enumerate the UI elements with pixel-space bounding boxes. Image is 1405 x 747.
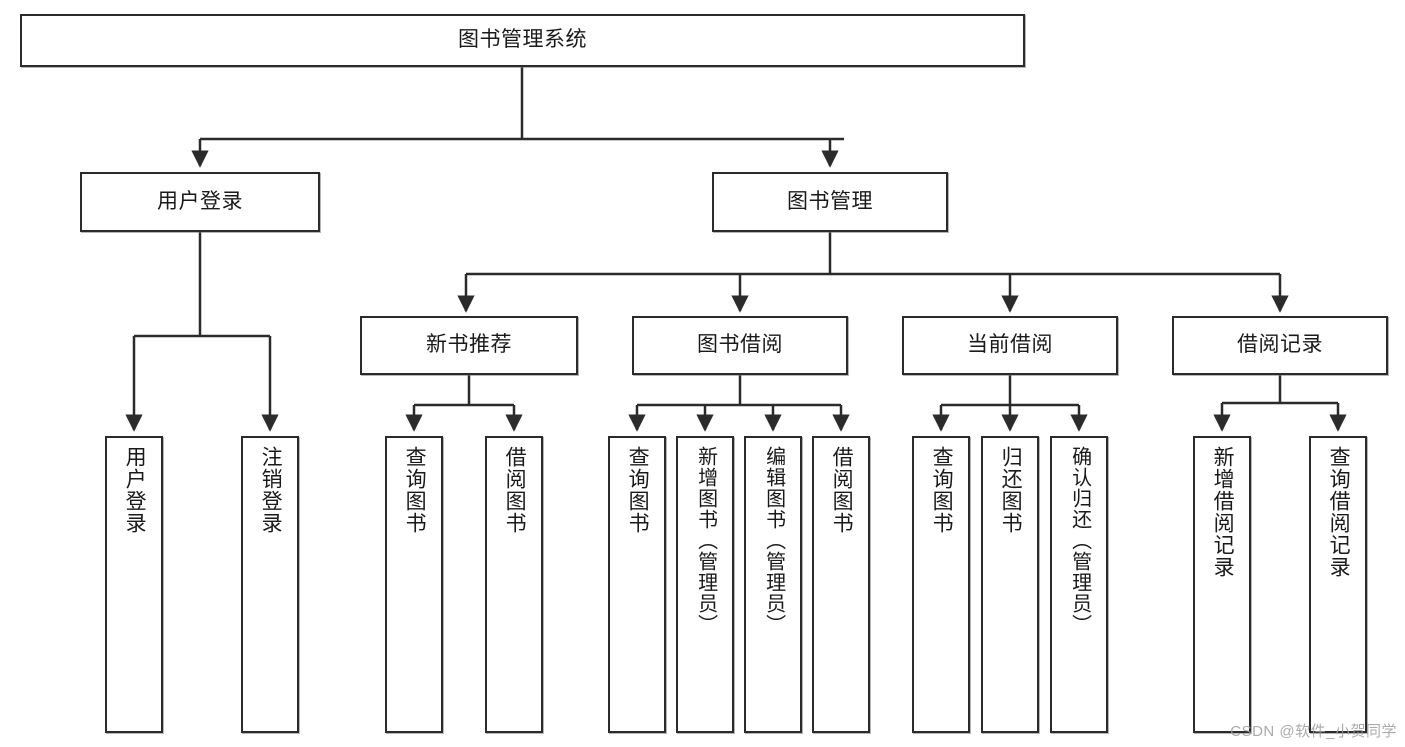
leaf-borrow-query-books[interactable]: 查询图书: [608, 436, 666, 733]
node-label: 用户登录: [123, 446, 147, 534]
node-label: 查询图书: [930, 446, 954, 534]
node-root-book-management-system[interactable]: 图书管理系统: [20, 14, 1025, 67]
node-label: 图书管理: [787, 189, 873, 213]
node-label: 新增借阅记录: [1211, 446, 1235, 578]
leaf-new-book-query-books[interactable]: 查询图书: [385, 436, 443, 733]
node-label: 用户登录: [157, 189, 243, 213]
node-label: 查询借阅记录: [1327, 446, 1351, 578]
node-label: 新书推荐: [426, 333, 512, 357]
node-label: 确认归还（管理员）: [1068, 446, 1091, 635]
node-label: 借阅记录: [1237, 333, 1323, 357]
node-label: 注销登录: [259, 446, 283, 534]
node-label: 新增图书（管理员）: [694, 446, 717, 635]
node-borrow-record[interactable]: 借阅记录: [1172, 316, 1388, 375]
leaf-user-login-signout[interactable]: 注销登录: [241, 436, 299, 733]
leaf-borrow-edit-book-admin[interactable]: 编辑图书（管理员）: [744, 436, 802, 733]
node-label: 当前借阅: [967, 333, 1053, 357]
node-user-login[interactable]: 用户登录: [80, 172, 320, 232]
leaf-record-query-borrow-record[interactable]: 查询借阅记录: [1309, 436, 1367, 733]
node-label: 借阅图书: [503, 446, 527, 534]
node-label: 图书管理系统: [458, 28, 587, 52]
leaf-current-return-books[interactable]: 归还图书: [981, 436, 1039, 733]
leaf-user-login-signin[interactable]: 用户登录: [105, 436, 163, 733]
node-label: 编辑图书（管理员）: [762, 446, 785, 635]
node-label: 查询图书: [626, 446, 650, 534]
node-new-book-recommend[interactable]: 新书推荐: [360, 316, 578, 375]
node-label: 查询图书: [403, 446, 427, 534]
node-label: 图书借阅: [697, 333, 783, 357]
leaf-record-add-borrow-record[interactable]: 新增借阅记录: [1193, 436, 1251, 733]
node-current-borrow[interactable]: 当前借阅: [902, 316, 1118, 375]
leaf-borrow-borrow-books[interactable]: 借阅图书: [812, 436, 870, 733]
leaf-borrow-add-book-admin[interactable]: 新增图书（管理员）: [676, 436, 734, 733]
node-label: 归还图书: [999, 446, 1023, 534]
leaf-current-query-books[interactable]: 查询图书: [912, 436, 970, 733]
leaf-new-book-borrow-books[interactable]: 借阅图书: [485, 436, 543, 733]
node-book-borrow[interactable]: 图书借阅: [632, 316, 848, 375]
node-label: 借阅图书: [830, 446, 854, 534]
node-book-management[interactable]: 图书管理: [712, 172, 948, 232]
leaf-current-confirm-return-admin[interactable]: 确认归还（管理员）: [1050, 436, 1108, 733]
